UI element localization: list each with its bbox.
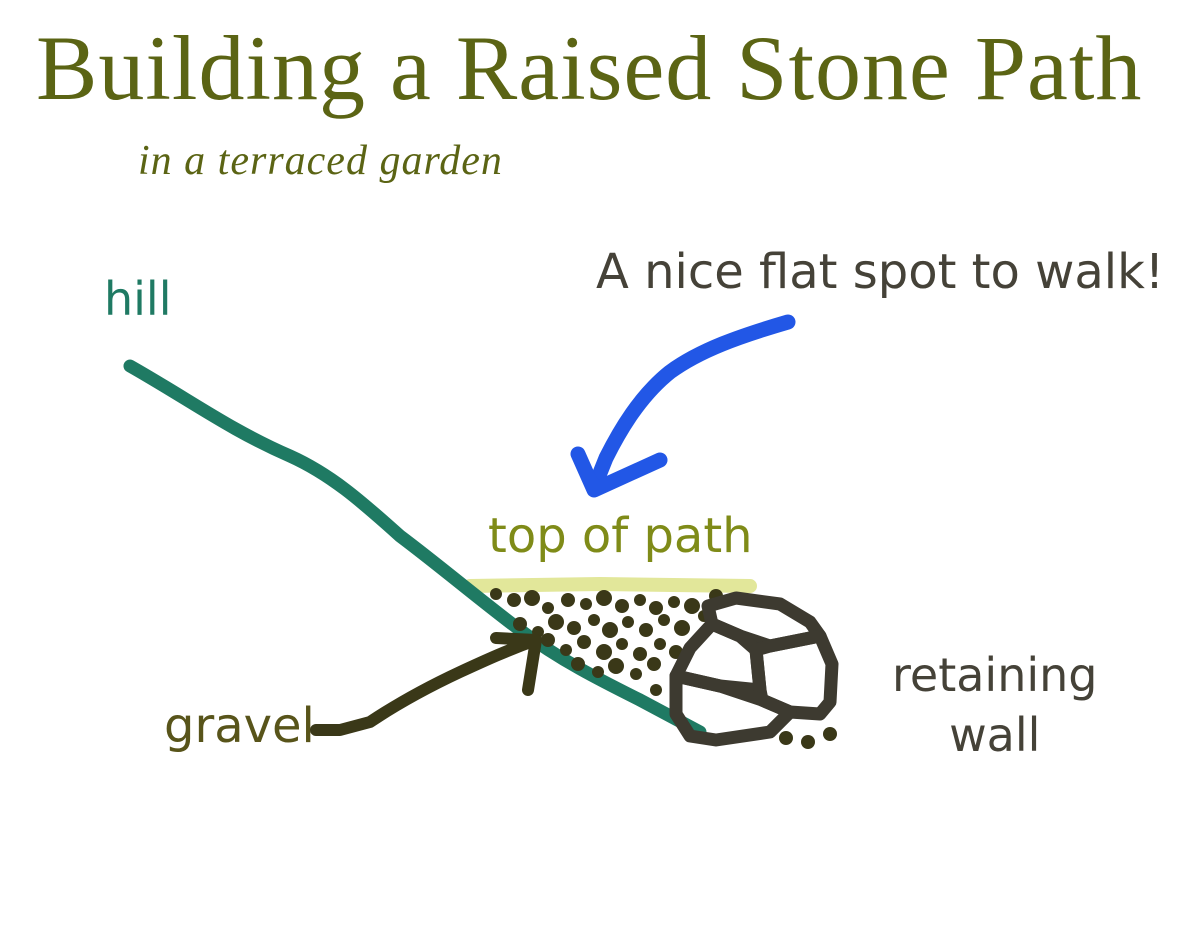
hill-slope-line — [123, 359, 707, 739]
top-of-path-line — [463, 576, 757, 593]
diagram-title: Building a Raised Stone Path — [36, 17, 1143, 119]
retaining-wall-stones — [669, 591, 839, 747]
diagram-subtitle: in a terraced garden — [138, 138, 503, 184]
gravel-arrow — [310, 632, 542, 736]
hill-label: hill — [104, 272, 172, 326]
wall-stone-right — [749, 629, 839, 721]
retaining-wall-label-line1: retaining — [892, 648, 1098, 702]
gravel-arrow-head — [490, 632, 542, 696]
flat-spot-arrow-shaft — [586, 314, 796, 496]
flat-spot-arrow-head — [570, 446, 668, 498]
gravel-arrow-shaft — [310, 634, 542, 736]
wall-stone-bottom — [669, 669, 797, 747]
flat-spot-label: A nice flat spot to walk! — [596, 244, 1165, 300]
gravel-label: gravel — [164, 698, 315, 754]
flat-spot-arrow — [570, 314, 796, 498]
retaining-wall-label: retaining wall — [892, 646, 1098, 766]
retaining-wall-label-line2: wall — [949, 707, 1041, 762]
top-of-path-label: top of path — [488, 508, 753, 564]
gravel-fill — [490, 588, 837, 749]
